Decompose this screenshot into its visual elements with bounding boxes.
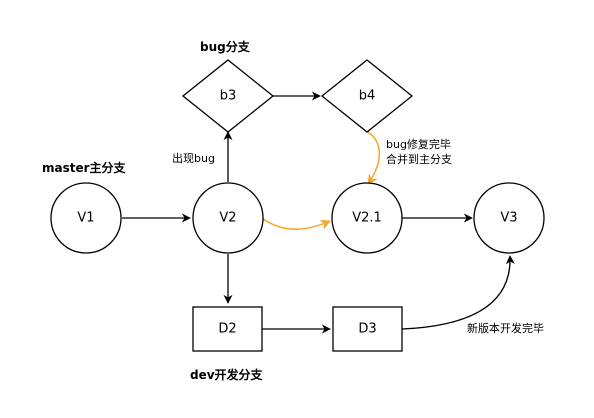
node-v2-label: V2: [219, 211, 236, 226]
node-v1-label: V1: [77, 211, 94, 226]
node-d2: D2: [192, 306, 263, 352]
node-d2-label: D2: [218, 322, 236, 337]
node-b4: b4: [320, 59, 414, 133]
edge-v2-v21-merge: [261, 217, 331, 230]
annotation-bug-found: 出现bug: [172, 151, 215, 165]
node-d3-label: D3: [358, 322, 376, 337]
node-v3-label: V3: [500, 211, 517, 226]
node-b3: b3: [181, 59, 275, 133]
master-branch-label: master主分支: [42, 160, 127, 175]
annotation-bug-fixed-line1: bug修复完毕: [386, 137, 451, 151]
node-v2: V2: [192, 182, 264, 254]
node-b3-label: b3: [220, 89, 237, 104]
dev-branch-label: dev开发分支: [190, 367, 264, 382]
edge-d3-v3: [401, 255, 515, 330]
node-v1: V1: [50, 182, 122, 254]
node-v21: V2.1: [331, 182, 403, 254]
node-b4-label: b4: [359, 89, 376, 104]
annotation-dev-done: 新版本开发完毕: [467, 321, 544, 335]
bug-branch-label: bug分支: [200, 39, 251, 54]
edge-b4-v21-merge: [367, 131, 381, 185]
annotation-bug-fixed-line2: 合并到主分支: [386, 152, 452, 166]
node-v21-label: V2.1: [352, 211, 382, 226]
node-d3: D3: [332, 306, 403, 352]
node-v3: V3: [473, 182, 545, 254]
